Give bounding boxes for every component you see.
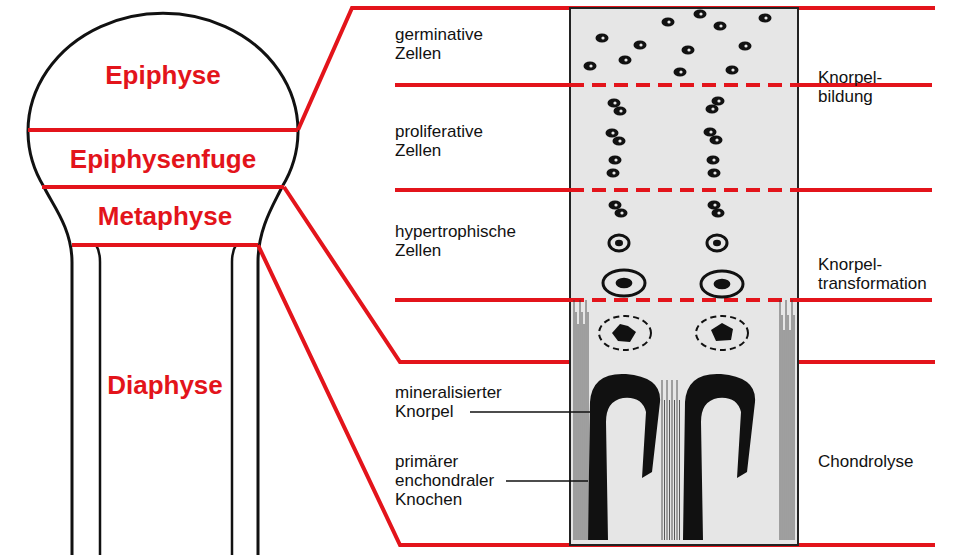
cell-nucleus xyxy=(620,211,623,214)
cell-nucleus xyxy=(619,109,622,112)
cell xyxy=(614,107,627,116)
region-name: Epiphyse xyxy=(103,60,223,90)
cell-nucleus xyxy=(744,44,747,47)
cell-nucleus xyxy=(711,107,714,110)
cell-nucleus xyxy=(618,139,621,142)
cell-nucleus xyxy=(713,240,721,246)
cell xyxy=(712,209,725,218)
cell-nucleus xyxy=(601,36,604,39)
bone-region-label: Metaphyse xyxy=(70,201,260,231)
cells xyxy=(584,10,772,298)
cell-nucleus xyxy=(612,171,615,174)
degenerating-cells xyxy=(599,316,748,350)
cell xyxy=(710,136,723,145)
cell xyxy=(584,62,597,71)
cell-nucleus xyxy=(615,240,623,246)
cell-nucleus xyxy=(699,12,702,15)
cell-nucleus xyxy=(714,279,731,289)
process-label: Chondrolyse xyxy=(818,452,948,471)
hypertrophic-cell xyxy=(707,235,727,251)
cell xyxy=(706,105,719,114)
leader-lines xyxy=(470,412,590,481)
region-name: Epiphysenfuge xyxy=(68,144,258,174)
cell-nucleus xyxy=(667,20,670,23)
cell-nucleus xyxy=(717,99,720,102)
cell-nucleus xyxy=(614,203,617,206)
hypertrophic-cell xyxy=(603,270,645,296)
mineralized-trabeculae xyxy=(588,374,755,540)
hypertrophic-cell xyxy=(701,271,743,297)
cell xyxy=(739,42,752,51)
cell-nucleus xyxy=(713,203,716,206)
cell xyxy=(606,129,619,138)
cell-nucleus xyxy=(717,211,720,214)
cell xyxy=(608,99,621,108)
zone-label: hypertrophische Zellen xyxy=(395,222,535,260)
cell xyxy=(704,128,717,137)
cell xyxy=(662,18,675,27)
fine-hatching xyxy=(574,300,794,540)
cell-nucleus xyxy=(712,158,715,161)
bone-outline xyxy=(28,13,298,555)
region-name: Diaphyse xyxy=(105,370,225,400)
cell-nucleus xyxy=(731,68,734,71)
cell-nucleus xyxy=(616,278,633,288)
cell-nucleus xyxy=(589,64,592,67)
cell xyxy=(708,169,721,178)
cell-nucleus xyxy=(764,16,767,19)
cell-nucleus xyxy=(709,130,712,133)
cell-nucleus xyxy=(624,58,627,61)
cell xyxy=(609,156,622,165)
structure-label: mineralisierter Knorpel xyxy=(395,383,525,421)
cell xyxy=(682,46,695,55)
cell xyxy=(759,14,772,23)
cell-nucleus xyxy=(614,158,617,161)
bone-region-label: Diaphyse xyxy=(70,370,260,400)
cell-nucleus xyxy=(719,24,722,27)
cell-nucleus xyxy=(679,70,682,73)
cell xyxy=(707,156,720,165)
region-lines xyxy=(28,8,935,545)
cell xyxy=(619,56,632,65)
cell xyxy=(609,201,622,210)
cell-nucleus xyxy=(613,101,616,104)
cell xyxy=(708,201,721,210)
cell-nucleus xyxy=(687,48,690,51)
zone-label: proliferative Zellen xyxy=(395,122,515,160)
structure-label: primärer enchondraler Knochen xyxy=(395,452,505,509)
cell xyxy=(694,10,707,19)
bone-region-label: Epiphyse xyxy=(40,60,286,90)
medullary-outline xyxy=(96,245,236,555)
cell-nucleus xyxy=(611,131,614,134)
cell-nucleus xyxy=(713,171,716,174)
cell xyxy=(674,68,687,77)
cell-nucleus xyxy=(715,138,718,141)
region-name: Metaphyse xyxy=(96,201,234,231)
cell xyxy=(615,209,628,218)
cell xyxy=(607,169,620,178)
cell-nucleus xyxy=(639,43,642,46)
histology-column xyxy=(570,8,798,545)
cell xyxy=(712,97,725,106)
process-label: Knorpel- transformation xyxy=(818,255,948,293)
bone-region-label: Epiphysenfuge xyxy=(20,144,306,174)
zone-label: germinative Zellen xyxy=(395,25,515,63)
cell xyxy=(714,22,727,31)
cell xyxy=(613,137,626,146)
process-label: Knorpel- bildung xyxy=(818,68,928,106)
hypertrophic-cell xyxy=(609,235,629,251)
cell xyxy=(634,41,647,50)
cell xyxy=(596,34,609,43)
cell xyxy=(726,66,739,75)
